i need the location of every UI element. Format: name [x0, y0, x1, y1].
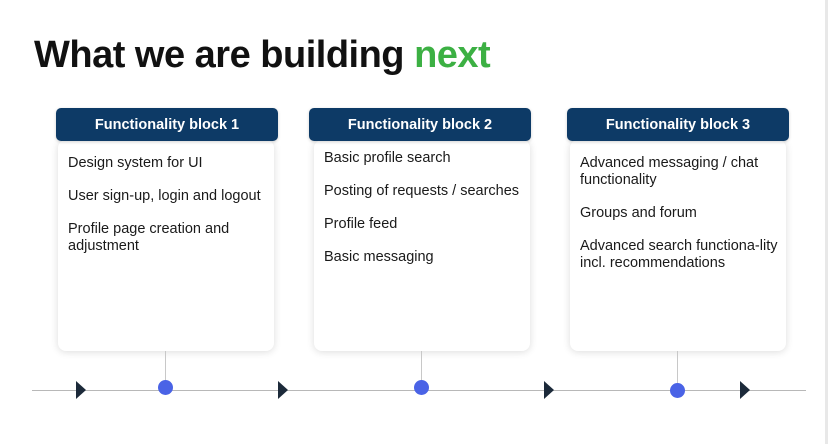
block-card-2 [314, 140, 530, 351]
block-items-2: Basic profile search Posting of requests… [324, 150, 520, 282]
slide-title: What we are building next [34, 34, 491, 77]
block-1-item: User sign-up, login and logout [68, 188, 261, 204]
block-card-3 [570, 140, 786, 351]
block-3-item: Advanced messaging / chat functionality [580, 155, 759, 188]
block-card-1 [58, 140, 274, 351]
block-1-item: Profile page creation and adjustment [68, 221, 230, 254]
block-2-item: Posting of requests / searches [324, 183, 520, 199]
timeline-dot [158, 380, 173, 395]
block-header-2: Functionality block 2 [309, 108, 531, 141]
block-3-item: Groups and forum [580, 205, 697, 221]
connector-line [165, 351, 166, 381]
block-items-3: Advanced messaging / chat functionality … [580, 155, 780, 288]
slide-edge [825, 0, 828, 444]
block-1-item: Design system for UI [68, 155, 203, 171]
title-main: What we are building [34, 34, 415, 76]
block-header-1: Functionality block 1 [56, 108, 278, 141]
timeline-dot [414, 380, 429, 395]
block-3-item: Advanced search functiona-lity incl. rec… [580, 238, 778, 271]
timeline-arrow-icon [544, 381, 554, 399]
block-2-item: Profile feed [324, 216, 398, 232]
timeline-arrow-icon [278, 381, 288, 399]
timeline-dot [670, 383, 685, 398]
connector-line [421, 351, 422, 381]
block-2-item: Basic profile search [324, 150, 451, 166]
block-2-item: Basic messaging [324, 249, 434, 265]
block-items-1: Design system for UI User sign-up, login… [68, 155, 268, 271]
connector-line [677, 351, 678, 383]
timeline-arrow-icon [76, 381, 86, 399]
timeline-arrow-icon [740, 381, 750, 399]
title-accent: next [414, 34, 491, 76]
block-header-3: Functionality block 3 [567, 108, 789, 141]
